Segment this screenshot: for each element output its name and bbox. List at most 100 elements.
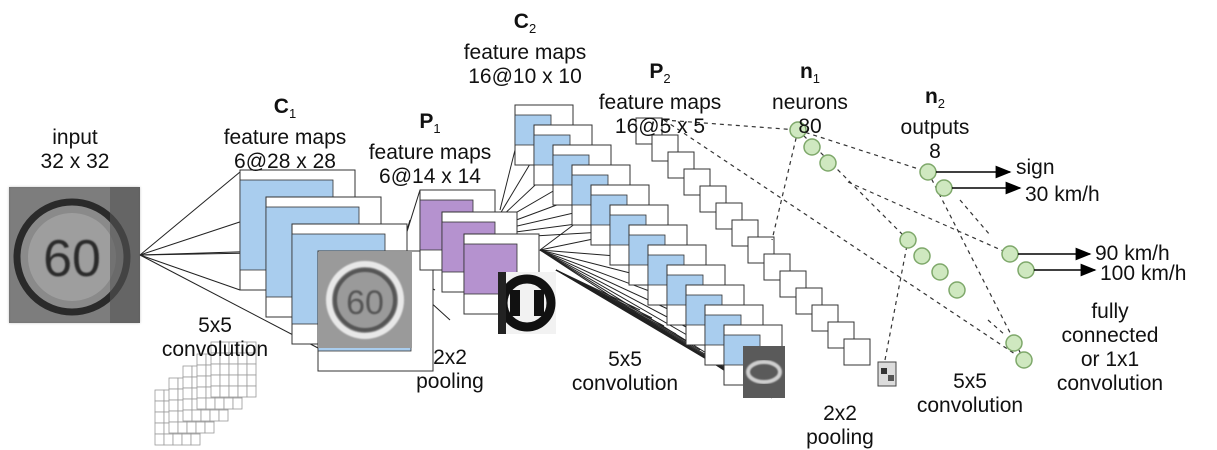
- kernel-cell: [168, 399, 179, 412]
- fc-op-label: fully connected or 1x1 convolution: [1045, 300, 1175, 396]
- output-100-label: 100 km/h: [1100, 262, 1187, 285]
- dashed-connection: [847, 181, 1011, 255]
- kernel-cell: [196, 386, 207, 399]
- dashed-connection: [927, 171, 1025, 361]
- n1-neuron: [789, 121, 807, 139]
- p2-map-outline: [667, 151, 695, 179]
- kernel-cell: [182, 409, 193, 422]
- dashed-connection: [987, 319, 1006, 336]
- conv1-type: convolution: [161, 338, 269, 361]
- kernel-cell: [154, 411, 165, 424]
- pool2-type: pooling: [806, 426, 874, 449]
- kernel-cell: [218, 409, 229, 422]
- connection-line: [139, 254, 241, 291]
- c2-symbol: C2: [513, 10, 537, 37]
- conv3-type: convolution: [916, 394, 1024, 417]
- kernel-cell: [219, 374, 230, 387]
- output-sign-label: sign: [1016, 156, 1055, 179]
- kernel-cell: [190, 433, 201, 446]
- input-sign-digits: 60: [43, 230, 101, 288]
- kernel-cell: [181, 433, 192, 446]
- n1-neuron: [803, 138, 821, 156]
- c2-sample-image: [743, 346, 785, 398]
- n2-neuron: [1017, 261, 1035, 279]
- kernel-cell: [168, 410, 179, 423]
- input-title: input: [52, 126, 98, 149]
- fc-line-4: convolution: [1056, 372, 1164, 395]
- p2-map-outline: [843, 338, 871, 366]
- output-30-label: 30 km/h: [1025, 183, 1100, 206]
- kernel-cell: [182, 365, 193, 378]
- connection-line: [139, 171, 241, 256]
- n2-title: outputs: [900, 116, 970, 140]
- n1-count: 80: [798, 115, 822, 139]
- connection-line: [539, 249, 617, 257]
- pool2-op-label: 2x2 pooling: [790, 402, 890, 450]
- kernel-cell: [195, 421, 206, 434]
- output-arrows: [936, 165, 1097, 277]
- kernel-cell: [163, 433, 174, 446]
- p2-sample-image: [877, 361, 897, 387]
- n1-title: neurons: [772, 91, 848, 115]
- n2-output-neurons: [919, 163, 1035, 279]
- output-90-label: 90 km/h: [1095, 242, 1170, 265]
- fc-line-1: fully: [1091, 300, 1129, 323]
- kernel-cell: [237, 374, 248, 387]
- conv1-op-label: 5x5 convolution: [150, 314, 280, 362]
- fc-line-3: or 1x1: [1080, 348, 1140, 371]
- connection-line: [139, 254, 319, 349]
- c1-dims: 6@28 x 28: [234, 150, 336, 174]
- input-size: 32 x 32: [40, 150, 110, 173]
- n2-neuron: [919, 163, 937, 181]
- kernel-cell: [214, 397, 225, 410]
- kernel-cell: [237, 385, 248, 398]
- kernel-cell: [228, 363, 239, 376]
- dashed-connection: [797, 129, 929, 173]
- kernel-cell: [223, 397, 234, 410]
- n2-symbol: n2: [924, 85, 946, 112]
- connection-line: [539, 249, 707, 347]
- p2-symbol: P2: [649, 60, 671, 87]
- kernel-cell: [186, 421, 197, 434]
- kernel-cell: [210, 385, 221, 398]
- connection-line: [539, 237, 599, 251]
- convolution-kernel-grid-icon: [154, 341, 257, 446]
- c2-label: C2 feature maps 16@10 x 10: [445, 10, 605, 89]
- kernel-cell: [209, 409, 220, 422]
- p2-feature-maps: [635, 117, 871, 366]
- n1-neuron: [913, 247, 931, 265]
- dashed-connection: [663, 119, 1025, 361]
- pool1-kernel: 2x2: [433, 346, 467, 369]
- pool1-op-label: 2x2 pooling: [400, 346, 500, 394]
- kernel-cell: [228, 385, 239, 398]
- p1-dims: 6@14 x 14: [379, 165, 481, 189]
- kernel-cell: [182, 376, 193, 389]
- kernel-cell: [237, 363, 248, 376]
- kernel-cell: [168, 421, 179, 434]
- kernel-cell: [228, 374, 239, 387]
- kernel-cell: [168, 388, 179, 401]
- kernel-cell: [246, 385, 257, 398]
- conv1-kernel: 5x5: [198, 314, 232, 337]
- n1-symbol: n1: [799, 60, 821, 87]
- kernel-cell: [246, 363, 257, 376]
- kernel-cell: [168, 377, 179, 390]
- kernel-cell: [204, 421, 215, 434]
- kernel-cell: [154, 389, 165, 402]
- p2-map-outline: [699, 185, 727, 213]
- kernel-cell: [219, 363, 230, 376]
- n1-label: n1 neurons 80: [760, 60, 860, 139]
- n1-neuron: [1005, 334, 1023, 352]
- kernel-cell: [182, 398, 193, 411]
- connection-line: [539, 249, 635, 275]
- n2-label: n2 outputs 8: [880, 85, 990, 164]
- n1-neuron: [899, 231, 917, 249]
- n2-neuron: [1001, 245, 1019, 263]
- kernel-cell: [246, 374, 257, 387]
- kernel-cell: [191, 409, 202, 422]
- n1-neuron-column: [789, 121, 1033, 369]
- p1-sample-image: [498, 272, 556, 334]
- n1-neuron: [1015, 351, 1033, 369]
- fc-line-2: connected: [1061, 324, 1159, 347]
